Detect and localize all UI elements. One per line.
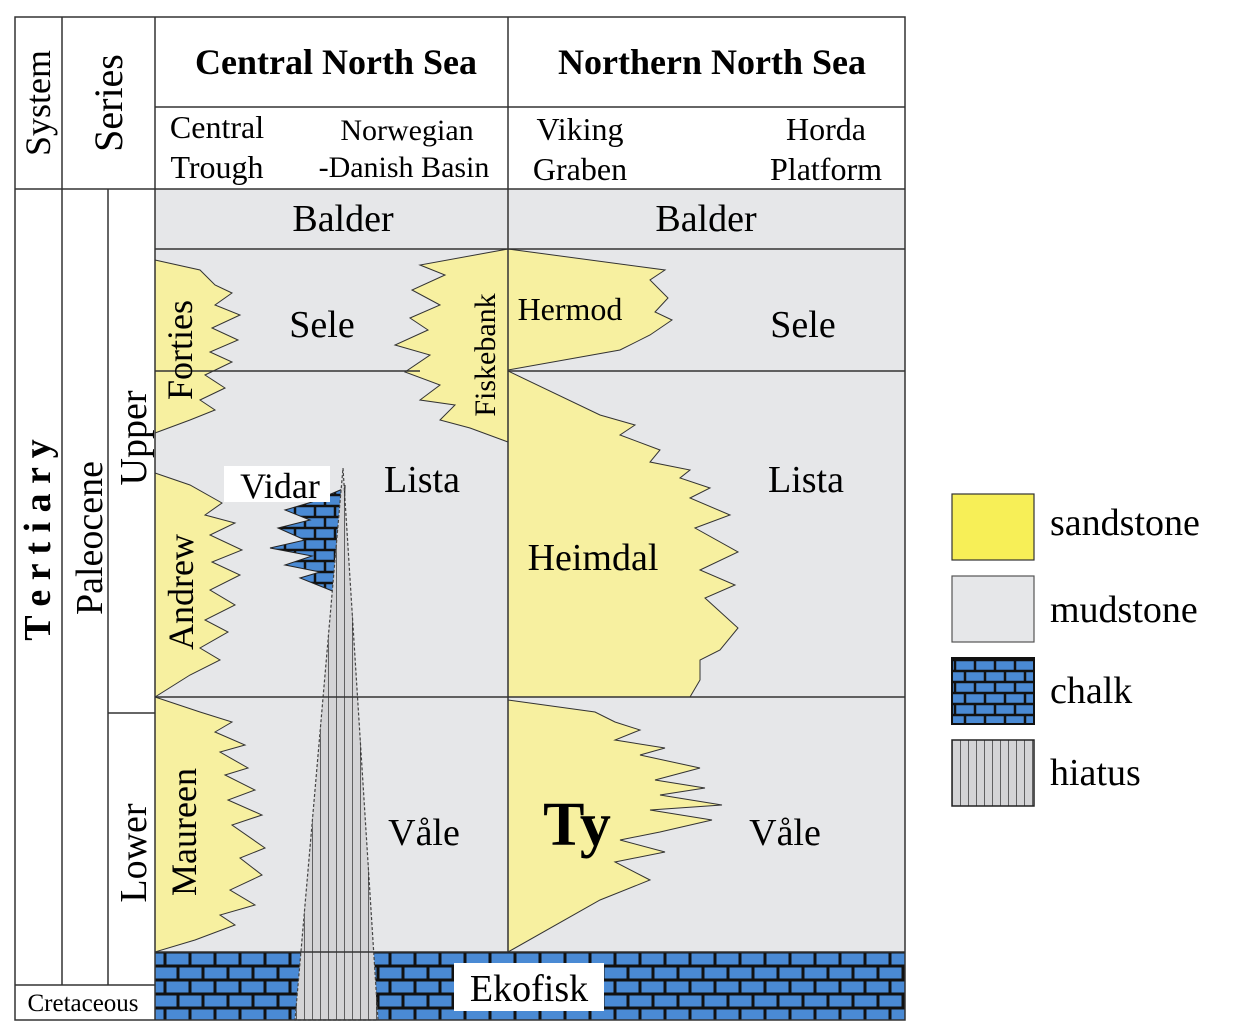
norwegian-danish-label-2: -Danish Basin	[319, 151, 490, 184]
ty-sand	[507, 699, 723, 953]
legend-label-sandstone: sandstone	[1050, 502, 1200, 544]
heimdal-sand	[507, 370, 740, 698]
legend-swatch-mudstone	[951, 575, 1035, 643]
ty-label: Ty	[543, 791, 611, 859]
table-grid	[14, 16, 906, 1021]
heimdal-label: Heimdal	[528, 537, 659, 579]
system-header: System	[18, 50, 58, 156]
legend-label-mudstone: mudstone	[1050, 589, 1198, 631]
legend-label-chalk: chalk	[1050, 670, 1132, 712]
forties-label: Forties	[160, 300, 200, 400]
lista-northern-label: Lista	[768, 459, 844, 501]
upper-label: Upper	[113, 390, 155, 485]
lista-central-label: Lista	[384, 459, 460, 501]
cretaceous-label: Cretaceous	[27, 990, 138, 1017]
ekofisk-label-bg	[454, 963, 604, 1011]
viking-graben-label-2: Graben	[533, 151, 627, 187]
vale-central-label: Våle	[388, 812, 460, 854]
balder-northern-label: Balder	[655, 198, 757, 240]
tertiary-label: T e r t i a r y	[17, 439, 59, 641]
central-trough-label: Central	[170, 109, 264, 145]
ekofisk-label: Ekofisk	[470, 968, 588, 1010]
sele-northern-label: Sele	[770, 304, 835, 346]
horda-platform-label: Horda	[786, 111, 866, 147]
horda-platform-label-2: Platform	[770, 151, 882, 187]
legend: sandstone mudstone chalk hiatus	[951, 493, 1200, 807]
paleocene-label: Paleocene	[69, 461, 111, 615]
legend-label-hiatus: hiatus	[1050, 752, 1141, 794]
fiskebank-sand	[393, 248, 509, 443]
sele-central-label: Sele	[289, 304, 354, 346]
hiatus-wedge	[294, 467, 379, 1021]
northern-north-sea-header: Northern North Sea	[558, 42, 866, 82]
fiskebank-label: Fiskebank	[469, 293, 502, 416]
vidar-chalk	[269, 484, 346, 596]
forties-sand	[154, 259, 242, 434]
viking-graben-label: Viking	[537, 111, 624, 147]
andrew-sand	[154, 472, 244, 698]
legend-swatch-chalk	[951, 657, 1035, 725]
lower-label: Lower	[113, 803, 155, 903]
maureen-sand	[154, 696, 267, 953]
andrew-label: Andrew	[161, 534, 201, 650]
maureen-label: Maureen	[164, 768, 204, 896]
vidar-label: Vidar	[240, 466, 320, 506]
hermod-sand	[507, 248, 674, 371]
balder-central-label: Balder	[292, 198, 394, 240]
central-north-sea-header: Central North Sea	[195, 42, 477, 82]
vale-northern-label: Våle	[749, 812, 821, 854]
series-header: Series	[86, 54, 131, 152]
legend-swatch-sandstone	[951, 493, 1035, 561]
hermod-label: Hermod	[518, 291, 623, 327]
norwegian-danish-label: Norwegian	[340, 114, 473, 147]
legend-swatch-hiatus	[951, 739, 1035, 807]
central-trough-label-2: Trough	[170, 149, 263, 185]
vidar-label-bg	[224, 466, 330, 502]
